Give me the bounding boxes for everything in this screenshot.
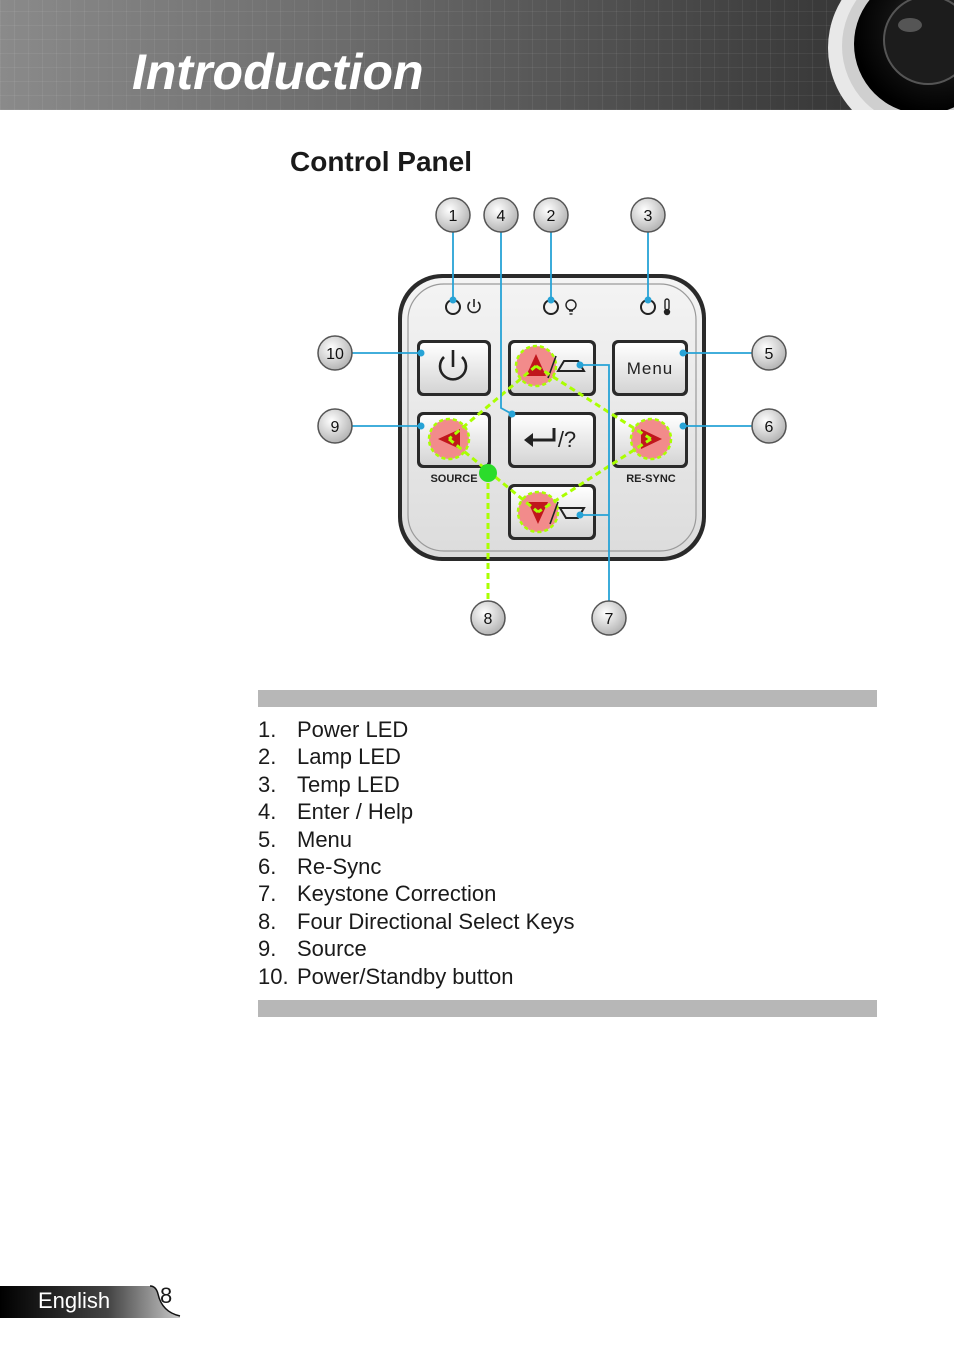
header-banner: Introduction: [0, 0, 954, 110]
power-symbol-icon: [467, 299, 481, 314]
menu-button[interactable]: Menu: [612, 340, 688, 396]
callout-3: 3: [630, 197, 666, 233]
source-label: SOURCE: [430, 473, 477, 485]
callout-6: 6: [751, 408, 787, 444]
footer-language: English: [38, 1288, 111, 1313]
leader-dots: [417, 296, 687, 519]
svg-text:1: 1: [449, 208, 458, 225]
callout-2: 2: [533, 197, 569, 233]
footer-page-number: 8: [160, 1283, 173, 1308]
svg-text:4: 4: [497, 208, 506, 225]
callout-10: 10: [317, 335, 353, 371]
page-header-title: Introduction: [132, 44, 424, 100]
enter-arrow-icon: [524, 428, 556, 447]
power-led: [445, 299, 481, 315]
keystone-up-icon: [556, 360, 586, 372]
legend-item: 8.Four Directional Select Keys: [258, 908, 575, 934]
right-arrow-icon: [641, 429, 662, 449]
keystone-down-icon: [558, 507, 586, 519]
projector-lens-graphic: [828, 0, 954, 110]
resync-label: RE-SYNC: [626, 473, 676, 485]
callout-1: 1: [435, 197, 471, 233]
up-arrow-icon: [526, 354, 546, 376]
legend-item: 7.Keystone Correction: [258, 881, 497, 907]
legend-item: 10.Power/Standby button: [258, 963, 514, 989]
legend-top-rule: [258, 690, 877, 707]
lamp-icon: [565, 299, 577, 315]
legend-item: 2.Lamp LED: [258, 744, 401, 770]
legend-item: 5.Menu: [258, 826, 353, 852]
enter-help-button[interactable]: /?: [508, 412, 596, 468]
callout-7: 7: [591, 600, 627, 636]
svg-text:5: 5: [765, 346, 774, 363]
legend-list: 1.Power LED 2.Lamp LED 3.Temp LED 4.Ente…: [258, 716, 575, 990]
svg-text:9: 9: [331, 419, 340, 436]
svg-text:2: 2: [547, 208, 556, 225]
legend-bottom-rule: [258, 1000, 877, 1017]
legend-item: 4.Enter / Help: [258, 799, 414, 825]
footer-language-tab: [0, 1285, 181, 1318]
legend-item: 6.Re-Sync: [258, 854, 382, 880]
callout-4: 4: [483, 197, 519, 233]
svg-text:3: 3: [644, 208, 653, 225]
up-keystone-button[interactable]: [508, 340, 596, 396]
svg-text:10: 10: [326, 346, 344, 363]
power-button-icon: [438, 350, 468, 381]
directional-keys-anchor-dot: [479, 464, 497, 482]
callout-5: 5: [751, 335, 787, 371]
leader-lines: [352, 232, 752, 602]
legend-item: 3.Temp LED: [258, 771, 400, 797]
directional-keys-highlight: [448, 364, 652, 602]
callout-8: 8: [470, 600, 506, 636]
thermometer-icon: [663, 298, 671, 316]
power-standby-button[interactable]: [417, 340, 491, 396]
control-panel-diagram: Menu SOURCE /? RE-SYNC: [317, 197, 787, 636]
svg-text:7: 7: [605, 611, 614, 628]
enter-help-label: /?: [558, 427, 576, 452]
header-grid-texture: [0, 0, 954, 110]
svg-text:6: 6: [765, 419, 774, 436]
section-title: Control Panel: [290, 146, 473, 177]
legend-item: 1.Power LED: [258, 717, 409, 742]
down-keystone-button[interactable]: [508, 484, 596, 540]
svg-text:8: 8: [484, 611, 493, 628]
down-arrow-icon: [528, 502, 548, 524]
legend-item: 9.Source: [258, 936, 367, 962]
menu-button-label: Menu: [627, 359, 674, 378]
callout-9: 9: [317, 408, 353, 444]
